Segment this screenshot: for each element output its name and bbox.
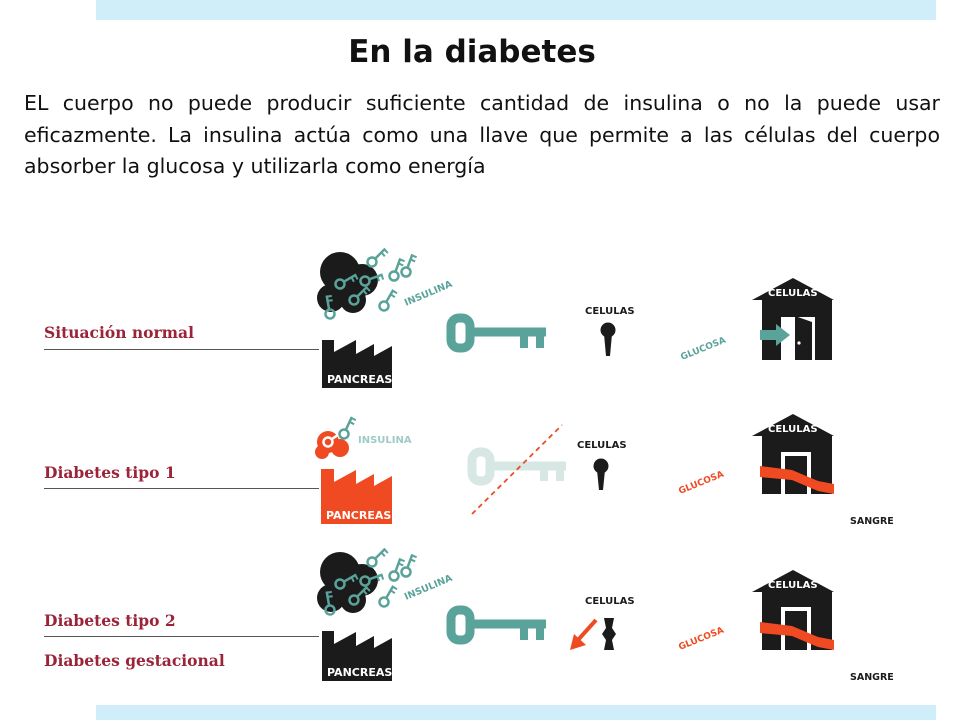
row3-divider	[44, 636, 319, 637]
pancreas-label: PANCREAS	[327, 666, 392, 679]
celulas-label: CELULAS	[577, 440, 627, 451]
label-situacion-normal: Situación normal	[44, 323, 194, 342]
label-diabetes-tipo-2: Diabetes tipo 2	[44, 611, 176, 630]
blocked-dashed-line	[471, 424, 563, 515]
pancreas-factory-icon: PANCREAS	[321, 469, 392, 524]
cell-house-label: CELULAS	[768, 424, 818, 435]
big-key-icon	[446, 605, 546, 645]
big-key-faded-icon	[467, 447, 566, 486]
cell-house-icon: CELULAS	[752, 570, 834, 650]
cell-house-icon: CELULAS	[752, 278, 834, 360]
smoke-cloud-icon	[317, 552, 378, 613]
keyhole-icon	[600, 322, 616, 356]
bottom-band	[96, 705, 936, 720]
insulina-label: INSULINA	[403, 572, 455, 602]
glucosa-label: GLUCOSA	[677, 626, 725, 653]
pancreas-label: PANCREAS	[326, 509, 391, 522]
top-band	[96, 0, 936, 20]
sangre-label: SANGRE	[850, 516, 894, 527]
cell-house-label: CELULAS	[768, 580, 818, 591]
celulas-label: CELULAS	[585, 306, 635, 317]
label-diabetes-tipo-1: Diabetes tipo 1	[44, 463, 176, 482]
big-key-icon	[446, 313, 546, 353]
insulina-label: INSULINA	[403, 278, 455, 308]
page-title: En la diabetes	[348, 34, 596, 70]
pancreas-factory-icon: PANCREAS	[322, 631, 392, 681]
body-paragraph: EL cuerpo no puede producir suficiente c…	[24, 91, 940, 178]
red-arrow-icon	[570, 618, 598, 650]
glucosa-label: GLUCOSA	[677, 470, 725, 497]
insulina-label: INSULINA	[358, 435, 412, 446]
label-diabetes-gestacional: Diabetes gestacional	[44, 651, 225, 670]
keyhole-blocked-icon	[602, 618, 616, 650]
row2-divider	[44, 488, 319, 489]
sangre-label: SANGRE	[850, 672, 894, 683]
glucosa-label: GLUCOSA	[679, 336, 727, 363]
celulas-label: CELULAS	[585, 596, 635, 607]
cell-house-label: CELULAS	[768, 288, 818, 299]
pancreas-label: PANCREAS	[327, 373, 392, 386]
row1-divider	[44, 349, 319, 350]
pancreas-factory-icon: PANCREAS	[322, 340, 392, 388]
cell-house-icon: CELULAS	[752, 414, 834, 494]
keyhole-icon	[593, 458, 609, 490]
